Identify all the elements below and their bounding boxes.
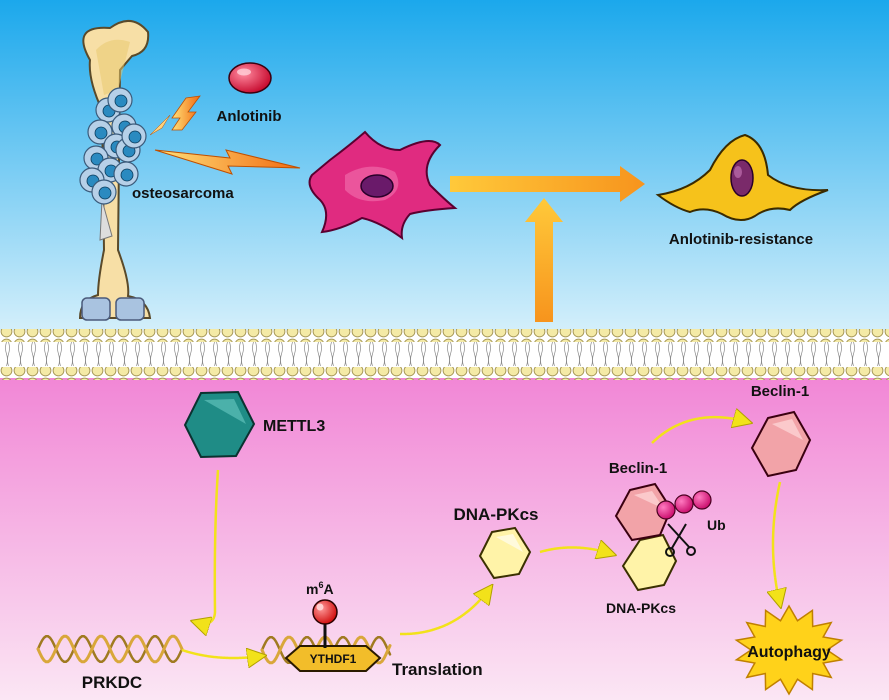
beclin1-complex-icon (614, 482, 673, 542)
yellow-arrows (181, 417, 780, 658)
label-ythdf1: YTHDF1 (310, 652, 357, 666)
label-prkdc: PRKDC (82, 673, 142, 692)
label-anlotinib-resistance: Anlotinib-resistance (669, 231, 813, 248)
label-autophagy: Autophagy (747, 644, 831, 661)
scissors-icon (665, 523, 696, 557)
label-translation: Translation (392, 660, 483, 679)
lightning-icon (149, 95, 301, 175)
label-m6a: m6A (306, 580, 334, 597)
label-anlotinib: Anlotinib (217, 108, 282, 125)
dnapkcs-protein-icon (478, 526, 532, 580)
ythdf1-protein-icon (284, 645, 382, 672)
label-beclin1-free: Beclin-1 (751, 383, 809, 400)
arrow-prkdc-to-m6a (181, 650, 262, 658)
arrow-translation (399, 588, 490, 636)
pill-icon (228, 62, 272, 94)
label-dnapkcs-bottom: DNA-PKcs (606, 600, 676, 616)
arrow-dnapkcs-to-complex (539, 547, 612, 554)
m6a-modification-icon (312, 599, 338, 648)
label-ub: Ub (707, 517, 726, 533)
cell-icon (308, 130, 458, 241)
resistance-arrow-vertical (525, 198, 563, 322)
label-mettl3: METTL3 (263, 418, 325, 435)
arrow-beclin-release (651, 417, 748, 444)
resistant-cell-icon (655, 133, 829, 221)
beclin1-free-protein-icon (750, 410, 812, 478)
mettl3-protein-icon (183, 390, 256, 459)
label-dnapkcs-top: DNA-PKcs (453, 505, 538, 524)
arrow-beclin-to-autophagy (773, 481, 780, 604)
membrane-icon (0, 329, 889, 380)
label-beclin1-complex: Beclin-1 (609, 460, 667, 477)
osteosarcoma-tumor-icon (79, 87, 147, 205)
ubiquitin-chain-icon (656, 490, 712, 520)
dnapkcs-complex-icon (621, 533, 678, 592)
label-osteosarcoma: osteosarcoma (132, 185, 234, 202)
arrow-mettl3-to-mrna (195, 469, 220, 624)
starburst-icon (734, 604, 844, 696)
resistance-arrow-horizontal (450, 166, 645, 202)
